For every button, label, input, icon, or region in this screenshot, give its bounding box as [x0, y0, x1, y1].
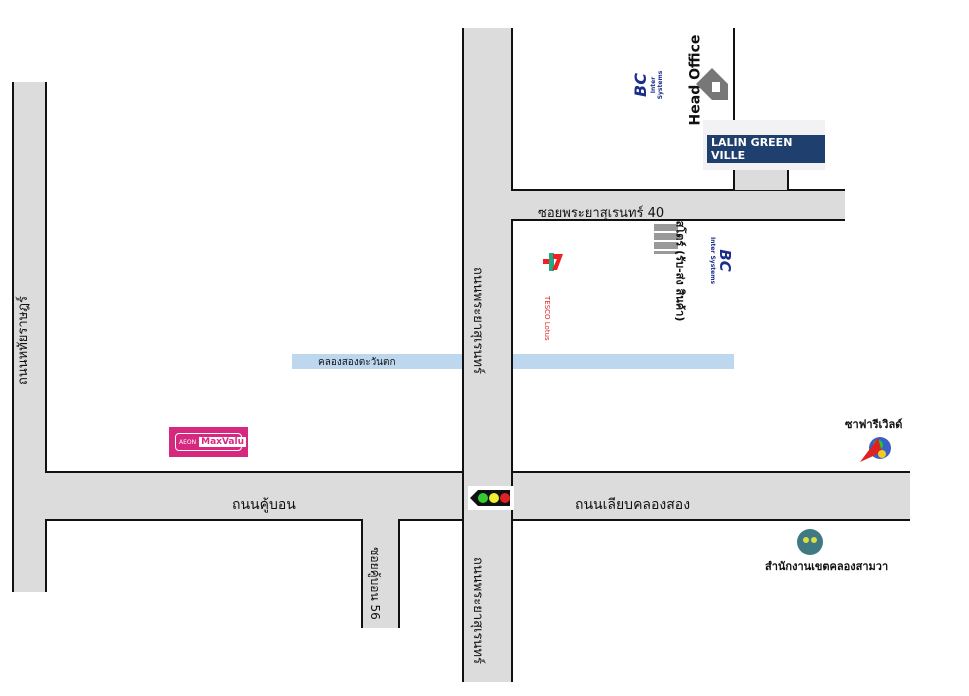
road-village-access	[733, 170, 789, 190]
safari-world-logo	[858, 432, 898, 468]
canal-west	[292, 354, 462, 369]
road-label-main-west: ถนนคู้บอน	[232, 497, 296, 513]
store-label: สโตร์ (รับ-ส่ง สินค้า)	[673, 220, 687, 322]
canal-label: คลองสองตะวันตก	[318, 357, 396, 368]
road-label-main-east: ถนนเลียบคลองสอง	[575, 497, 691, 513]
road-label-left: ถนนหทัยราษฎร์	[15, 296, 31, 385]
road-soi-56	[361, 519, 400, 628]
maxvalu-logo: AEON MaxValu	[169, 427, 248, 457]
road-left-vertical	[12, 82, 47, 592]
road-label-soi-56: ซอยคู้บอน 56	[367, 547, 382, 620]
traffic-light-icon	[468, 486, 514, 510]
house-icon	[694, 66, 730, 106]
canal-east	[513, 354, 734, 369]
road-label-soi-40: ซอยพระยาสุเรนทร์ 40	[538, 206, 665, 221]
district-office-label: สำนักงานเขตคลองสามวา	[765, 560, 889, 573]
lalin-green-ville-logo: LALIN GREEN VILLE	[703, 120, 825, 170]
road-center-vertical	[462, 28, 513, 682]
district-office-seal-icon	[794, 527, 826, 561]
safari-world-label: ซาฟารีเวิลด์	[845, 418, 903, 431]
tesco-lotus-logo: TESCO Lotus	[543, 296, 551, 341]
seven-eleven-icon	[541, 250, 567, 274]
building-icon	[654, 224, 678, 254]
road-soi-40	[511, 189, 845, 221]
road-label-center-bottom: ถนนพระยาสุเรนทร์	[469, 557, 485, 664]
road-label-center-top: ถนนพระยาสุเรนทร์	[469, 267, 485, 374]
